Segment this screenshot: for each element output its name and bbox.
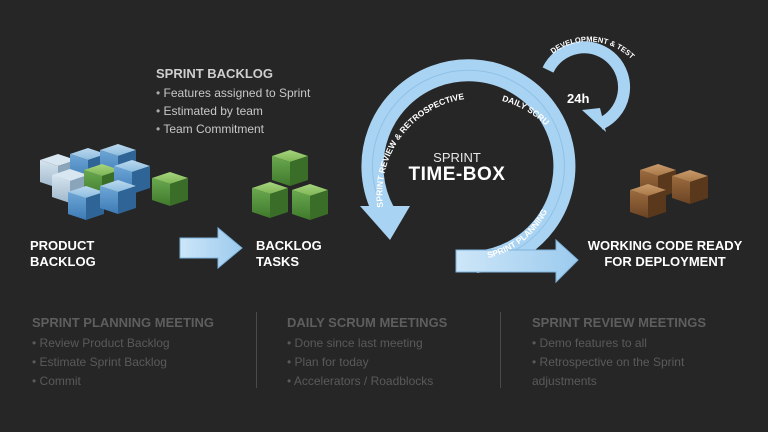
list-item: Plan for today: [287, 353, 492, 372]
list-item: Retrospective on the Sprint adjustments: [532, 353, 732, 391]
list-item: Demo features to all: [532, 334, 732, 353]
meeting-list: Done since last meeting Plan for today A…: [287, 334, 492, 391]
meeting-title: SPRINT REVIEW MEETINGS: [532, 315, 707, 330]
list-item: Commit: [32, 372, 247, 391]
working-code-line2: FOR DEPLOYMENT: [604, 254, 726, 269]
meeting-title: DAILY SCRUM MEETINGS: [287, 315, 448, 330]
backlog-tasks-line1: BACKLOG: [256, 238, 322, 253]
hours-label: 24h: [567, 91, 590, 106]
divider: [500, 312, 501, 388]
product-backlog-line2: BACKLOG: [30, 254, 96, 269]
product-backlog-cubes: [40, 144, 188, 220]
list-item: Estimate Sprint Backlog: [32, 353, 247, 372]
meeting-list: Demo features to all Retrospective on th…: [532, 334, 732, 391]
working-code-label: WORKING CODE READY FOR DEPLOYMENT: [580, 238, 750, 270]
sprint-review-meetings: SPRINT REVIEW MEETINGS Demo features to …: [532, 315, 732, 391]
list-item: Done since last meeting: [287, 334, 492, 353]
sprint-planning-meeting: SPRINT PLANNING MEETING Review Product B…: [32, 315, 247, 391]
daily-loop-arc: [542, 41, 631, 130]
meeting-title: SPRINT PLANNING MEETING: [32, 315, 215, 330]
daily-scrum-meetings: DAILY SCRUM MEETINGS Done since last mee…: [287, 315, 492, 391]
product-backlog-label: PRODUCT BACKLOG: [30, 238, 96, 270]
list-item: Review Product Backlog: [32, 334, 247, 353]
list-item: Estimated by team: [156, 102, 310, 120]
backlog-tasks-label: BACKLOG TASKS: [256, 238, 322, 270]
backlog-tasks-cubes: [252, 150, 328, 220]
divider: [256, 312, 257, 388]
timebox-caption: SPRINT: [433, 150, 481, 165]
sprint-backlog-title: SPRINT BACKLOG: [156, 66, 273, 81]
meeting-list: Review Product Backlog Estimate Sprint B…: [32, 334, 247, 391]
arrow-to-working-code: [455, 238, 579, 284]
timebox-title: TIME-BOX: [408, 164, 506, 185]
sprint-cycle-arrowhead: [360, 206, 410, 240]
product-backlog-line1: PRODUCT: [30, 238, 95, 253]
working-code-cubes: [630, 164, 708, 218]
daily-loop-arrowhead: [582, 108, 606, 132]
list-item: Team Commitment: [156, 120, 310, 138]
arrow-to-backlog-tasks: [179, 226, 243, 270]
working-code-line1: WORKING CODE READY: [587, 238, 743, 253]
sprint-backlog-list: Features assigned to Sprint Estimated by…: [156, 84, 310, 138]
list-item: Accelerators / Roadblocks: [287, 372, 492, 391]
backlog-tasks-line2: TASKS: [256, 254, 300, 269]
list-item: Features assigned to Sprint: [156, 84, 311, 102]
